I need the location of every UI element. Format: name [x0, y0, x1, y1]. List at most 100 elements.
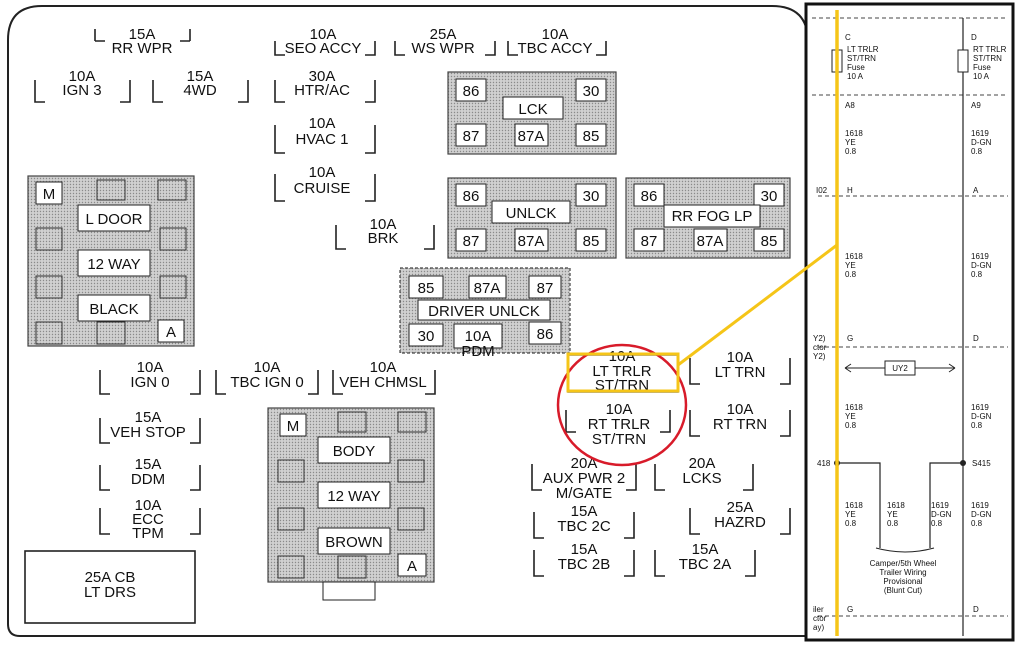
connector-label: ay)	[813, 623, 824, 632]
relay-pin: 87A	[518, 233, 545, 250]
fuse-name: ST/TRN	[973, 54, 1002, 63]
splice-label: S415	[972, 459, 991, 468]
relay-pin: 87	[537, 280, 554, 297]
relay-pin: 85	[583, 128, 600, 145]
splice-label: 418	[817, 459, 831, 468]
fuse-name: Fuse	[847, 63, 865, 72]
connector-a-label: A	[407, 558, 417, 575]
fuse-rr-wpr[interactable]: 15A RR WPR	[94, 26, 191, 57]
fuse-label: CRUISE	[294, 180, 351, 197]
wire-label: 0.8	[845, 147, 857, 156]
fuse-amp: 15A	[129, 26, 156, 43]
fuse-amp: 10A	[309, 164, 336, 181]
wire-label: 1619	[971, 403, 989, 412]
highlight-circle	[556, 343, 688, 467]
fuse-label: HAZRD	[714, 514, 766, 531]
wire-label: 0.8	[931, 519, 943, 528]
wire-label: 1618	[845, 129, 863, 138]
fuse-name: RT TRLR	[973, 45, 1007, 54]
fuses-layer: 15A RR WPR 10A SEO ACCY 25A WS WPR 10A T…	[34, 26, 791, 577]
fuse-rt-trlr[interactable]: 10A RT TRLR ST/TRN	[565, 401, 671, 448]
relay-name: UNLCK	[506, 205, 557, 222]
relay-lck[interactable]: 86 30 LCK 87 87A 85	[447, 71, 617, 155]
fuse-amp: 10A	[606, 401, 633, 418]
fuse-lcks[interactable]: 20A LCKS	[654, 455, 754, 491]
fuse-ws-wpr[interactable]: 25A WS WPR	[394, 26, 496, 57]
relay-pin: 85	[761, 233, 778, 250]
fuse-amp: 10A	[727, 401, 754, 418]
pin-label: D	[973, 334, 979, 343]
relay-unlck[interactable]: 86 30 UNLCK 87 87A 85	[447, 177, 617, 259]
fuse-brk[interactable]: 10A BRK	[335, 216, 435, 250]
fuse-label: DDM	[131, 471, 165, 488]
connector-m-label: M	[43, 186, 56, 203]
fuse-label-2: ST/TRN	[592, 431, 646, 448]
fuse-veh-chmsl[interactable]: 10A VEH CHMSL	[332, 359, 436, 395]
connector-label: ctor	[813, 614, 827, 623]
pin-label: G	[847, 334, 853, 343]
connector-name: L DOOR	[86, 211, 143, 228]
cavity-label: A8	[845, 101, 855, 110]
fuse-label-2: M/GATE	[556, 485, 612, 502]
relay-pin: 87	[463, 233, 480, 250]
fuse-tbc-accy[interactable]: 10A TBC ACCY	[507, 26, 607, 57]
fuse-4wd[interactable]: 15A 4WD	[152, 68, 249, 103]
wire-label: D-GN	[971, 510, 992, 519]
fuse-htr-ac[interactable]: 30A HTR/AC	[274, 68, 376, 103]
fuse-label: RT TRLR	[588, 416, 651, 433]
camper-label: Trailer Wiring	[879, 568, 926, 577]
relay-name: LCK	[518, 101, 547, 118]
circuit-breaker-lt-drs[interactable]: 25A CB LT DRS	[24, 550, 196, 624]
fuse-rt-trn[interactable]: 10A RT TRN	[689, 401, 791, 437]
wire-label: 0.8	[971, 519, 983, 528]
fuse-amp: 10A	[137, 359, 164, 376]
fuse-aux-pwr[interactable]: 20A AUX PWR 2 M/GATE	[531, 455, 637, 502]
wire-label: 1619	[971, 129, 989, 138]
fuse-amp: 15A	[571, 503, 598, 520]
fuse-label: TBC 2A	[679, 556, 732, 573]
fuse-label: BRK	[368, 230, 399, 247]
relay-pin: 87	[641, 233, 658, 250]
fuse-tbc-2a[interactable]: 15A TBC 2A	[654, 541, 756, 577]
wire-label: 0.8	[971, 270, 983, 279]
wire-label: 1619	[971, 252, 989, 261]
pdm-fuse-amp: 10A	[465, 328, 492, 345]
connector-body[interactable]: M BODY 12 WAY BROWN A	[267, 407, 435, 601]
fuse-ecc-tpm[interactable]: 10A ECC TPM	[99, 497, 201, 542]
relay-driver-unlck[interactable]: 85 87A 87 DRIVER UNLCK 30 10A PDM 86	[399, 267, 571, 360]
fuse-tbc-2c[interactable]: 15A TBC 2C	[533, 503, 635, 539]
relay-pin: 86	[463, 83, 480, 100]
fuse-label: IGN 0	[130, 374, 169, 391]
fuse-hazrd[interactable]: 25A HAZRD	[689, 499, 791, 535]
fuse-hvac-1[interactable]: 10A HVAC 1	[274, 115, 376, 154]
fuse-seo-accy[interactable]: 10A SEO ACCY	[274, 26, 376, 57]
relay-pin: 86	[641, 188, 658, 205]
camper-label: Provisional	[883, 577, 922, 586]
fuse-lt-trn[interactable]: 10A LT TRN	[689, 349, 791, 385]
fuse-label: LT TRLR	[592, 363, 651, 380]
fuse-label: TBC ACCY	[517, 40, 592, 57]
connector-label: ctor	[813, 343, 827, 352]
connector-label: Y2)	[813, 334, 826, 343]
fuse-name: LT TRLR	[847, 45, 879, 54]
fuse-ign-0[interactable]: 10A IGN 0	[99, 359, 201, 395]
fuse-label: 4WD	[183, 82, 217, 99]
pin-label: C	[845, 33, 851, 42]
fuse-label: RT TRN	[713, 416, 767, 433]
connector-l-door[interactable]: M L DOOR 12 WAY BLACK A	[27, 175, 195, 347]
connector-name: BODY	[333, 443, 376, 460]
fuse-ign-3[interactable]: 10A IGN 3	[34, 68, 131, 103]
fuse-tbc-2b[interactable]: 15A TBC 2B	[533, 541, 635, 577]
relay-rr-fog-lp[interactable]: 86 30 RR FOG LP 87 87A 85	[625, 177, 791, 259]
relay-pin: 85	[583, 233, 600, 250]
fuse-tbc-ign-0[interactable]: 10A TBC IGN 0	[215, 359, 319, 395]
fuse-cruise[interactable]: 10A CRUISE	[274, 164, 376, 202]
fuse-label: TBC 2C	[557, 518, 611, 535]
relay-pin: 30	[761, 188, 778, 205]
relay-pin: 30	[418, 328, 435, 345]
fuse-ddm[interactable]: 15A DDM	[99, 456, 201, 491]
fuse-amp: 15A	[692, 541, 719, 558]
fuse-veh-stop[interactable]: 15A VEH STOP	[99, 409, 201, 444]
fuse-label: VEH STOP	[110, 424, 186, 441]
